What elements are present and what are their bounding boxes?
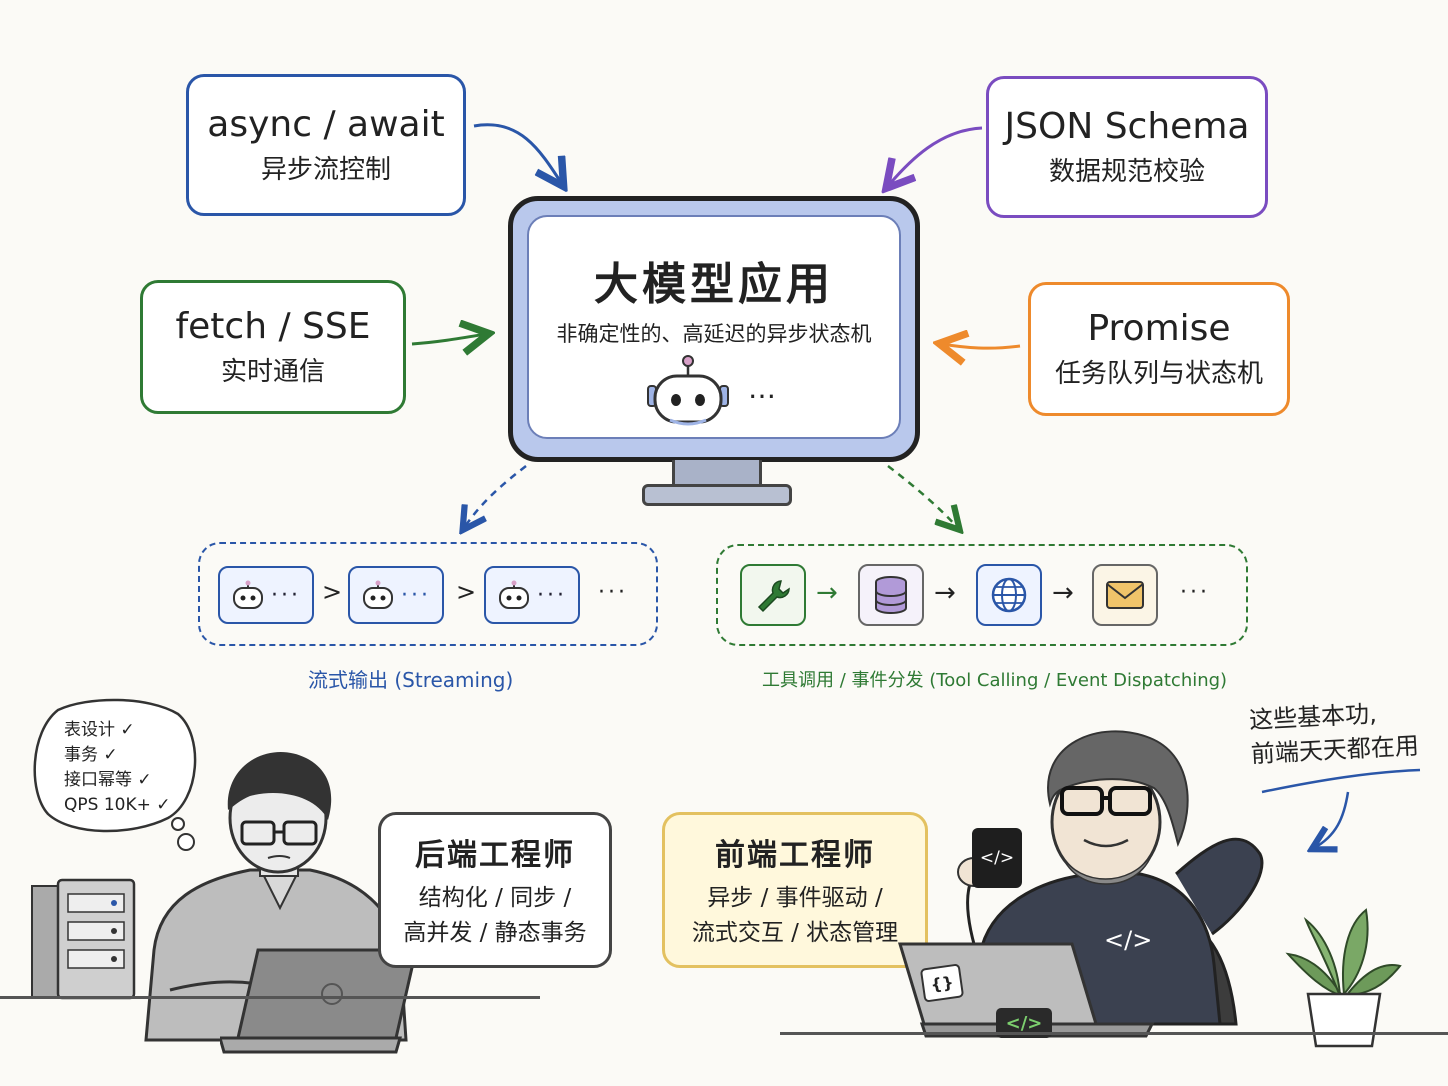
frontend-role-card: 前端工程师 异步 / 事件驱动 / 流式交互 / 状态管理 bbox=[662, 812, 928, 968]
streaming-group bbox=[198, 542, 658, 646]
stream-chip-1: ··· bbox=[218, 566, 314, 624]
center-title: 大模型应用 bbox=[594, 259, 834, 310]
tools-arrow-3: → bbox=[1052, 578, 1074, 608]
frontend-line1: 异步 / 事件驱动 / bbox=[707, 884, 883, 911]
center-subtitle: 非确定性的、高延迟的异步状态机 bbox=[556, 322, 872, 346]
async-await-title: async / await bbox=[207, 103, 445, 145]
json-schema-box: JSON Schema 数据规范校验 bbox=[986, 76, 1268, 218]
mug-code-icon: </> bbox=[979, 848, 1015, 868]
mail-tile bbox=[1092, 564, 1158, 626]
tools-arrow-2: → bbox=[934, 578, 956, 608]
mail-icon bbox=[1106, 581, 1144, 609]
server-rack-icon bbox=[31, 878, 136, 1000]
thought-item: 表设计 ✓ bbox=[64, 720, 135, 740]
thought-item: QPS 10K+ ✓ bbox=[64, 795, 171, 815]
arrow-async bbox=[473, 123, 562, 184]
backend-role-card: 后端工程师 结构化 / 同步 / 高并发 / 静态事务 bbox=[378, 812, 612, 968]
tools-caption: 工具调用 / 事件分发 (Tool Calling / Event Dispat… bbox=[762, 670, 1228, 691]
async-await-subtitle: 异步流控制 bbox=[260, 155, 391, 186]
arrow-json bbox=[888, 126, 983, 186]
backend-laptop bbox=[220, 948, 418, 1054]
json-schema-subtitle: 数据规范校验 bbox=[1048, 157, 1205, 188]
thought-list: 表设计 ✓ 事务 ✓ 接口幂等 ✓ QPS 10K+ ✓ bbox=[64, 718, 171, 818]
backend-line2: 高并发 / 静态事务 bbox=[403, 920, 587, 946]
stream-chip-dots: ··· bbox=[271, 582, 301, 608]
frontend-desk bbox=[780, 1032, 1448, 1035]
globe-icon bbox=[991, 577, 1027, 613]
hoodie-code-icon: </> bbox=[1104, 926, 1153, 954]
stream-sep-2: > bbox=[456, 578, 477, 606]
promise-box: Promise 任务队列与状态机 bbox=[1028, 282, 1290, 416]
note-arrow bbox=[1314, 791, 1350, 848]
tools-arrow-1: → bbox=[816, 578, 838, 608]
wrench-tile bbox=[740, 564, 806, 626]
braces-icon: {} bbox=[929, 972, 955, 994]
center-ellipsis: … bbox=[748, 372, 776, 405]
robot-icon bbox=[233, 580, 263, 609]
arrow-tools bbox=[887, 465, 958, 528]
code-mug: </> bbox=[972, 828, 1022, 888]
arrow-promise bbox=[942, 344, 1021, 348]
monitor-stand bbox=[642, 484, 792, 506]
stream-chip-dots: ··· bbox=[537, 582, 567, 608]
stream-chip-dots: ··· bbox=[401, 582, 431, 608]
frontend-line2: 流式交互 / 状态管理 bbox=[691, 920, 899, 946]
fetch-sse-box: fetch / SSE 实时通信 bbox=[140, 280, 406, 414]
async-await-box: async / await 异步流控制 bbox=[186, 74, 466, 216]
note-underline bbox=[1261, 768, 1421, 794]
fetch-sse-title: fetch / SSE bbox=[175, 305, 371, 347]
backend-line1: 结构化 / 同步 / bbox=[418, 884, 572, 911]
robot-icon bbox=[647, 355, 729, 426]
promise-subtitle: 任务队列与状态机 bbox=[1054, 359, 1263, 390]
fetch-sse-subtitle: 实时通信 bbox=[220, 357, 325, 388]
thought-bubble bbox=[33, 698, 197, 851]
database-icon bbox=[875, 576, 907, 614]
arrow-fetch bbox=[411, 334, 486, 344]
thought-item: 接口幂等 ✓ bbox=[64, 770, 152, 790]
wrench-icon bbox=[757, 580, 790, 613]
frontend-title: 前端工程师 bbox=[715, 837, 875, 873]
stream-chip-3: ··· bbox=[484, 566, 580, 624]
backend-title: 后端工程师 bbox=[415, 837, 575, 873]
code-icon: </> bbox=[1005, 1012, 1043, 1034]
thought-item: 事务 ✓ bbox=[64, 745, 118, 765]
streaming-caption: 流式输出 (Streaming) bbox=[308, 668, 514, 692]
stream-tail: ··· bbox=[598, 580, 628, 605]
robot-icon bbox=[363, 580, 393, 609]
stream-sep-1: > bbox=[322, 578, 343, 606]
globe-tile bbox=[976, 564, 1042, 626]
tools-group bbox=[716, 544, 1248, 646]
json-schema-title: JSON Schema bbox=[1004, 105, 1250, 147]
backend-desk bbox=[0, 996, 540, 999]
promise-title: Promise bbox=[1087, 307, 1231, 349]
tools-tail: ··· bbox=[1180, 580, 1210, 605]
database-tile bbox=[858, 564, 924, 626]
braces-sticker: {} bbox=[919, 963, 965, 1003]
arrow-streaming bbox=[464, 465, 527, 528]
robot-icon bbox=[499, 580, 529, 609]
stream-chip-2: ··· bbox=[348, 566, 444, 624]
